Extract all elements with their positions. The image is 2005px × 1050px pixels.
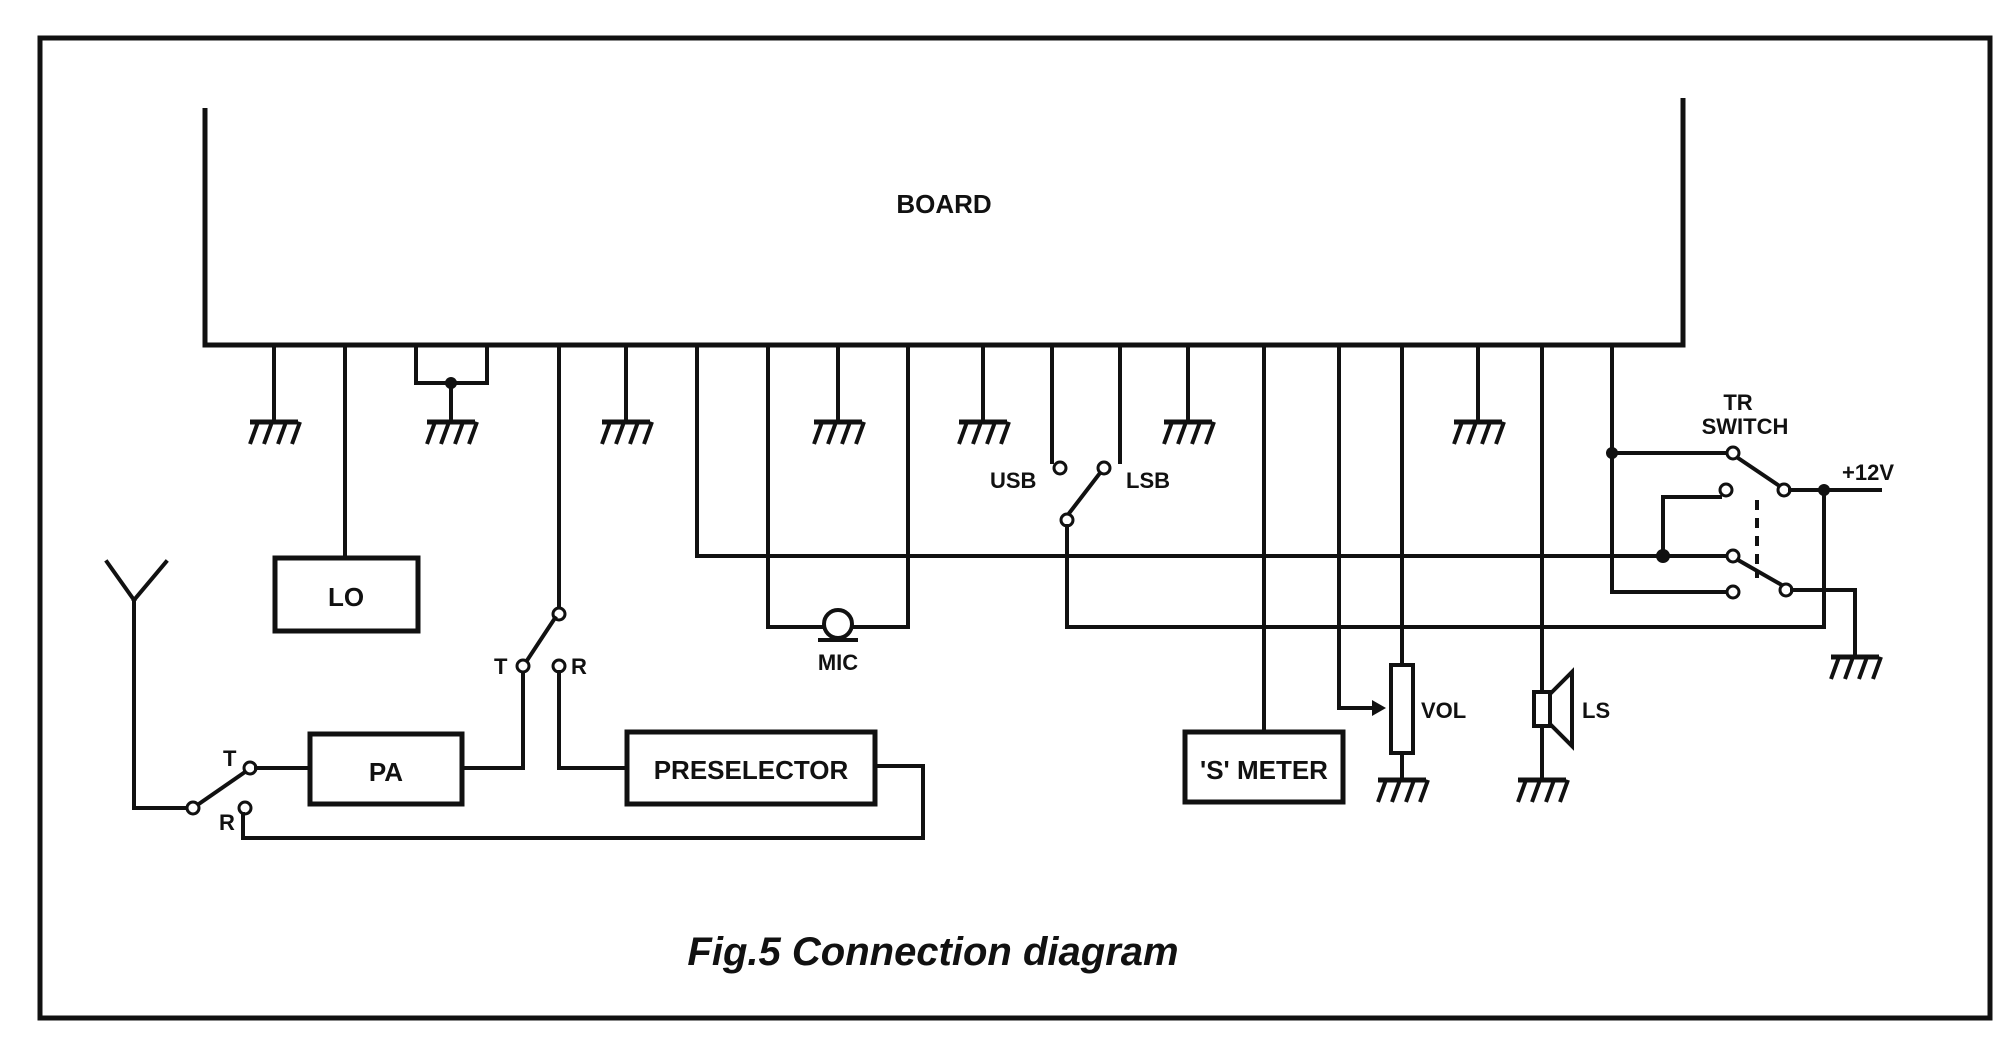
lo-label: LO: [328, 582, 364, 612]
s-meter-block: [1182, 729, 1346, 805]
board-ground-taps: [250, 343, 1504, 444]
usb-label: USB: [990, 468, 1036, 493]
pa-block: [307, 731, 465, 807]
preselector-label: PRESELECTOR: [654, 755, 849, 785]
board-label: BOARD: [896, 189, 991, 219]
speaker-icon: [1532, 690, 1552, 728]
supply-label: +12V: [1842, 460, 1894, 485]
usb-lsb-switch: USB LSB: [990, 343, 1170, 528]
switch-label: SWITCH: [1702, 414, 1789, 439]
mic-icon: [822, 608, 854, 640]
board-outline: [202, 98, 1686, 348]
speaker-circuit: LS: [1518, 343, 1610, 802]
lsb-label: LSB: [1126, 468, 1170, 493]
pa-tr-switch: T R: [494, 343, 587, 679]
tr-switch: TR SWITCH +12V: [1606, 343, 1894, 679]
vol-potentiometer: VOL: [1337, 343, 1466, 802]
antenna-tr-switch: T R: [185, 746, 258, 835]
antenna-icon: [104, 559, 195, 810]
mic-circuit: MIC: [766, 343, 910, 675]
outer-frame: [37, 35, 1993, 1021]
ant-t-label: T: [223, 746, 237, 771]
ant-r-label: R: [219, 810, 235, 835]
pa-t-label: T: [494, 654, 508, 679]
vol-label: VOL: [1421, 698, 1466, 723]
looped-ground: [414, 343, 489, 444]
lo-block: [272, 555, 421, 634]
tr-label: TR: [1723, 390, 1752, 415]
pa-label: PA: [369, 757, 403, 787]
ls-label: LS: [1582, 698, 1610, 723]
pa-r-label: R: [571, 654, 587, 679]
s-meter-label: 'S' METER: [1200, 755, 1328, 785]
figure-caption: Fig.5 Connection diagram: [687, 930, 1178, 974]
mic-label: MIC: [818, 650, 858, 675]
